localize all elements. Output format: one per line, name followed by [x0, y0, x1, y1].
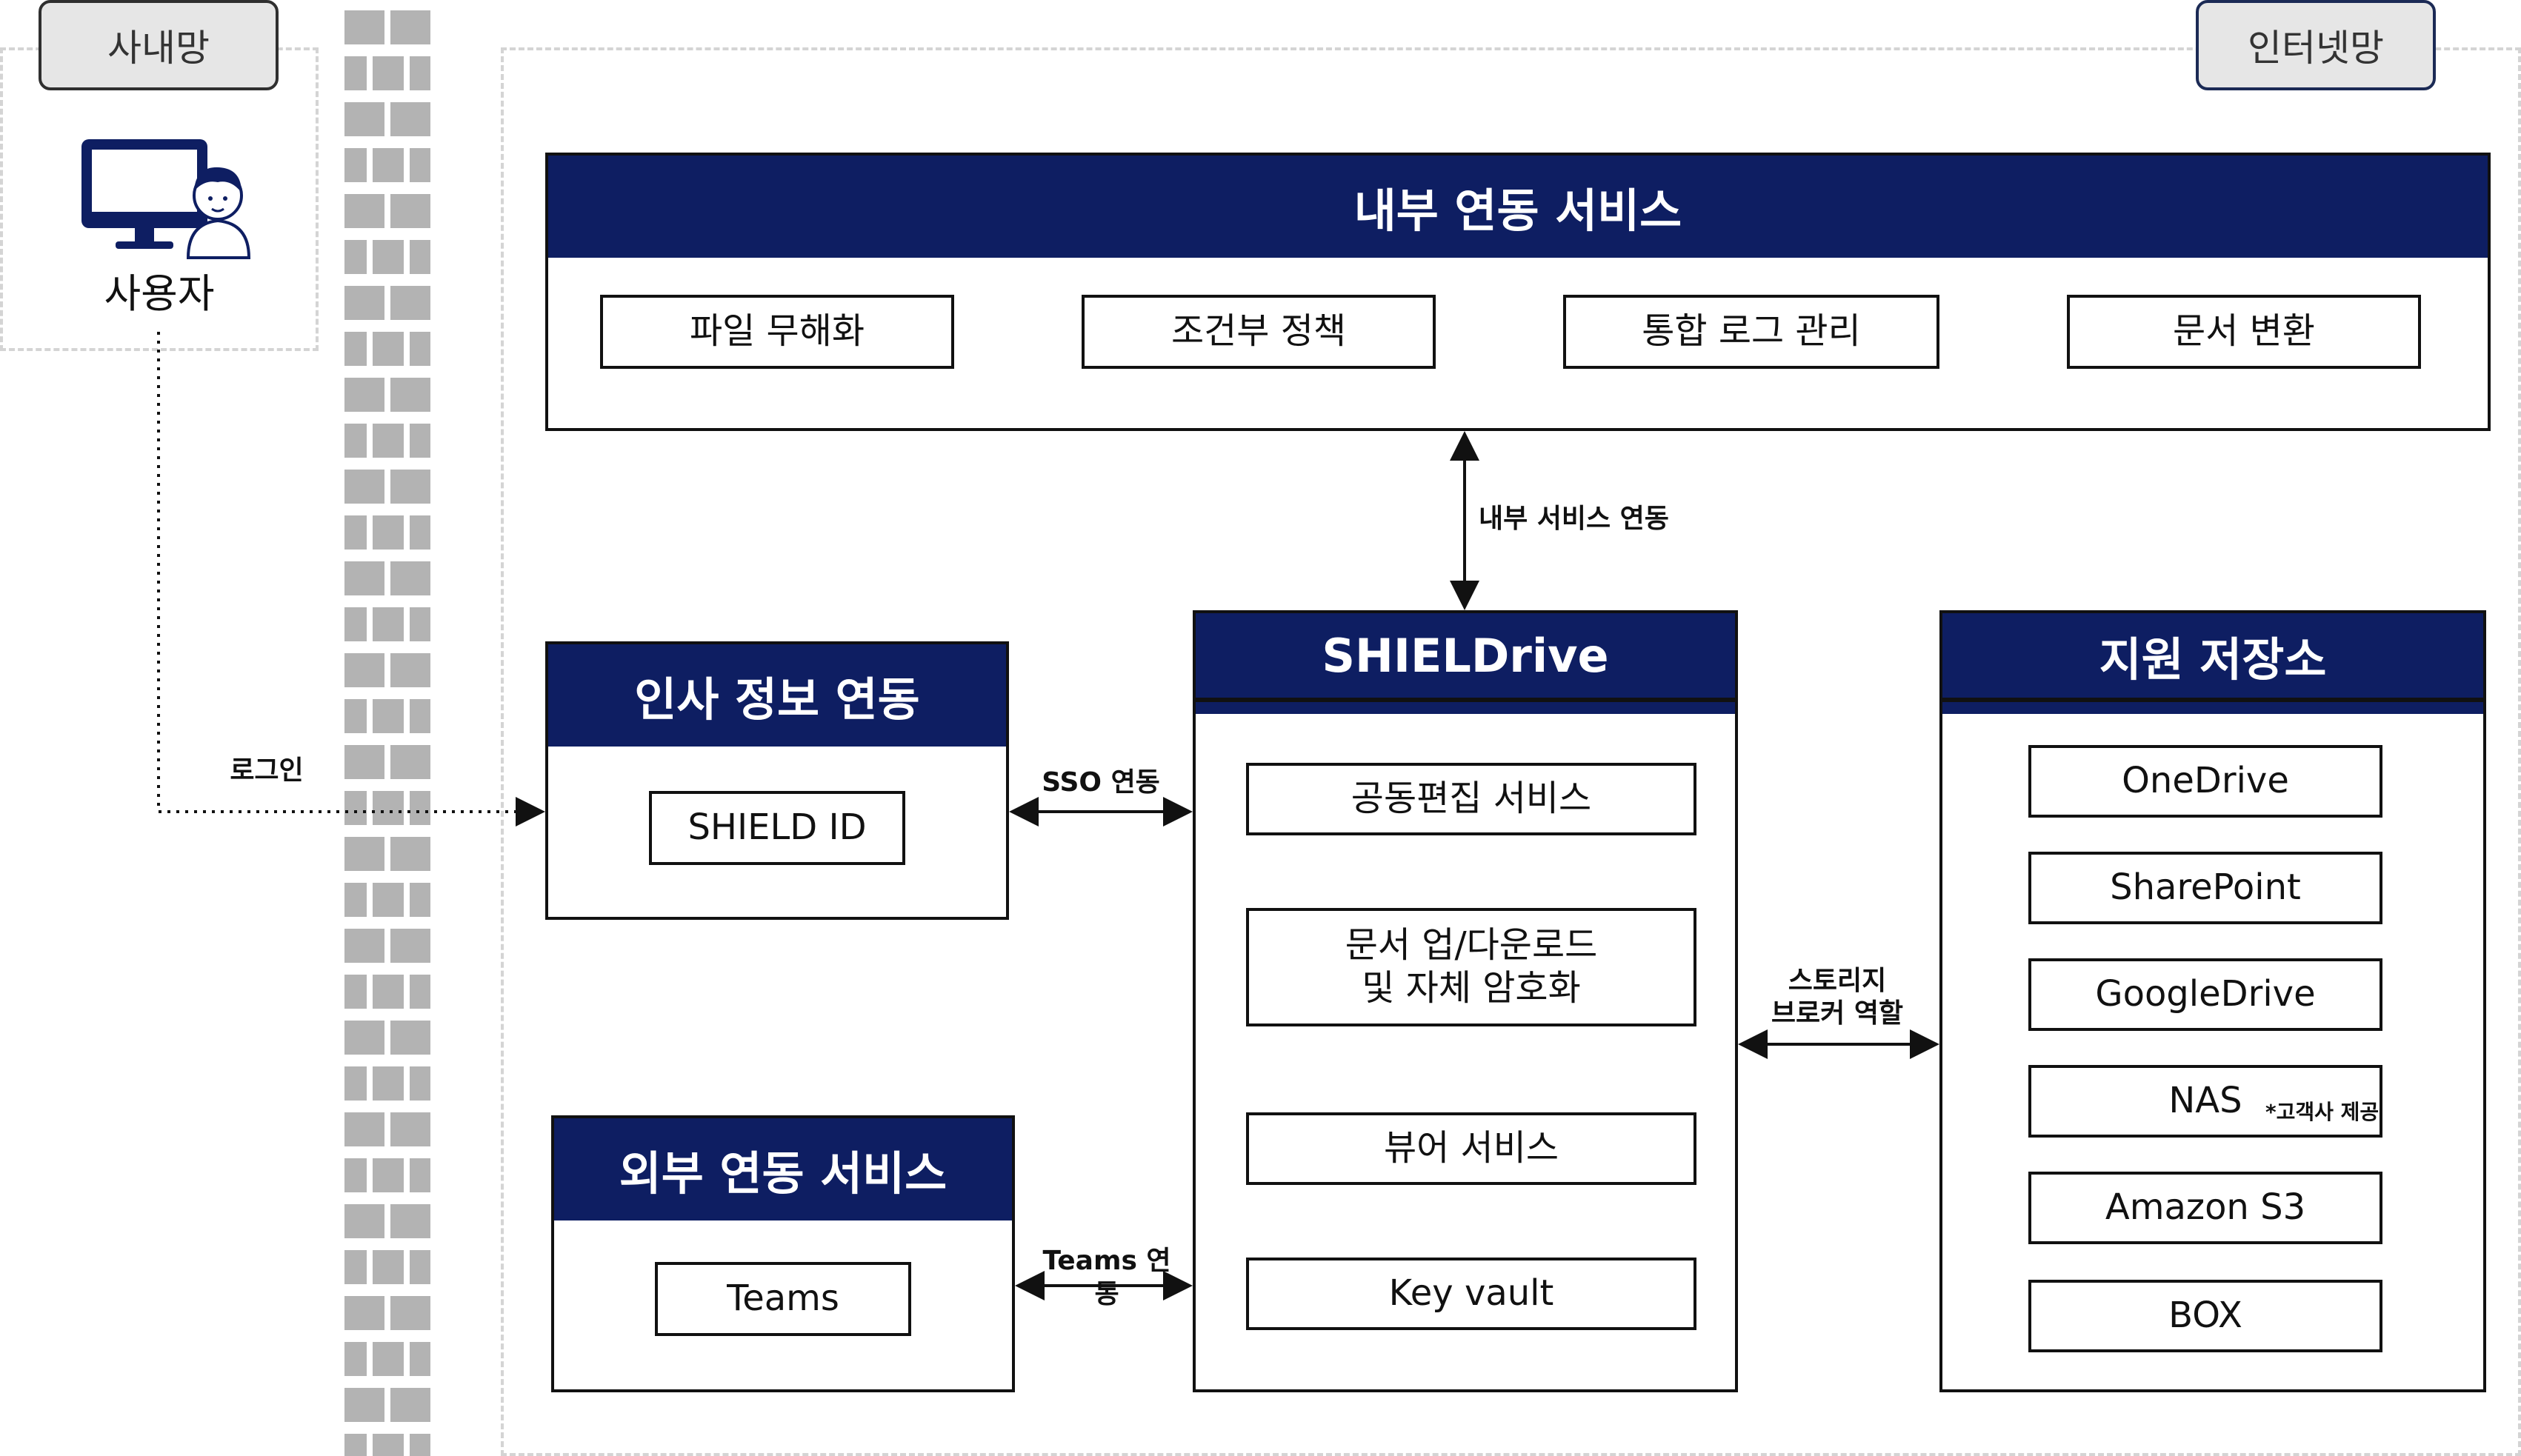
external-services-title: 외부 연동 서비스 [554, 1118, 1012, 1220]
internal-service-item: 문서 변환 [2067, 295, 2421, 369]
shieldrive-item: 공동편집 서비스 [1246, 763, 1696, 835]
teams-item: Teams [655, 1262, 911, 1336]
internal-service-item: 파일 무해화 [600, 295, 954, 369]
internal-service-item: 조건부 정책 [1082, 295, 1436, 369]
storage-item: BOX [2028, 1280, 2382, 1352]
sso-label: SSO 연동 [1042, 767, 1160, 798]
storage-item: Amazon S3 [2028, 1172, 2382, 1244]
shieldrive-item: 뷰어 서비스 [1246, 1112, 1696, 1185]
shieldrive-title: SHIELDrive [1196, 613, 1735, 702]
external-services-panel: 외부 연동 서비스 [551, 1115, 1015, 1392]
hr-integration-panel: 인사 정보 연동 [545, 641, 1009, 920]
nas-note: *고객사 제공 [2265, 1100, 2380, 1124]
shield-id-item: SHIELD ID [649, 791, 905, 865]
storage-title: 지원 저장소 [1942, 613, 2483, 702]
internal-services-panel: 내부 연동 서비스 [545, 153, 2491, 431]
storage-item: NAS [2028, 1065, 2382, 1138]
internal-link-label: 내부 서비스 연동 [1479, 504, 1669, 534]
internal-network-label: 사내망 [39, 0, 279, 90]
internal-services-title: 내부 연동 서비스 [548, 156, 2488, 258]
internal-service-item: 통합 로그 관리 [1563, 295, 1939, 369]
internet-network-label: 인터넷망 [2196, 0, 2436, 90]
login-label: 로그인 [230, 755, 304, 786]
shieldrive-item: Key vault [1246, 1258, 1696, 1330]
storage-item: SharePoint [2028, 852, 2382, 924]
broker-label-line1: 스토리지 [1788, 966, 1887, 996]
broker-label-line2: 브로커 역할 [1771, 998, 1904, 1029]
user-computer-icon [77, 133, 255, 259]
user-label: 사용자 [104, 270, 215, 317]
firewall-brick-wall-icon [344, 10, 430, 1456]
hr-integration-title: 인사 정보 연동 [548, 644, 1006, 747]
storage-item: OneDrive [2028, 745, 2382, 818]
shieldrive-item: 문서 업/다운로드 및 자체 암호화 [1246, 908, 1696, 1026]
storage-item: GoogleDrive [2028, 958, 2382, 1031]
teams-link-label: Teams 연동 [1042, 1246, 1171, 1309]
